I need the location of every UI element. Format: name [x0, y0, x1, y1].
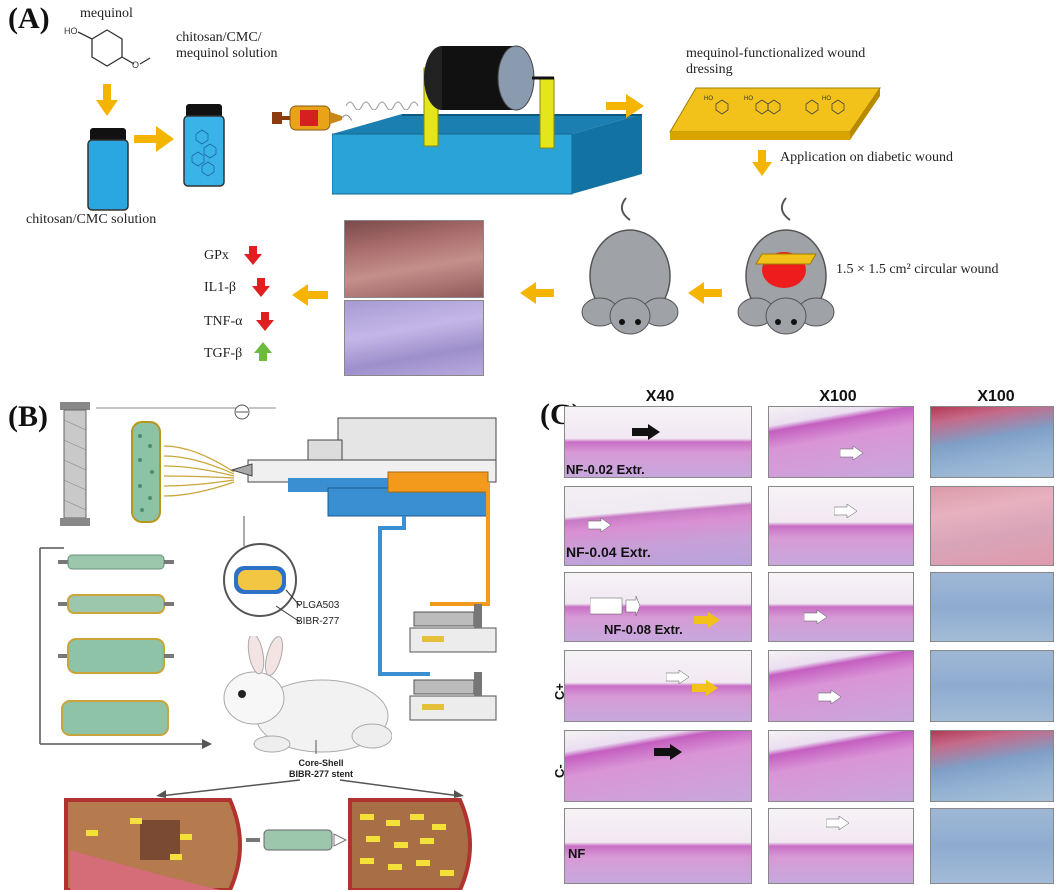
panel-b-label: (B): [8, 400, 48, 433]
marker-tgfb: TGF-β: [204, 346, 243, 361]
stent-stage-3: [58, 638, 174, 674]
arrow-left-3: [292, 284, 328, 306]
white-arrow-icon: [804, 610, 828, 624]
marker-tnfa: TNF-α: [204, 314, 243, 329]
mequinol-structure: HO O: [64, 26, 151, 70]
row-label-c-plus: C+: [552, 683, 567, 700]
coated-stent: [131, 421, 161, 523]
row-label-c-minus: C-: [552, 764, 567, 778]
connector-line: [243, 516, 245, 546]
micrograph-r3-c2: [768, 572, 914, 642]
histology-image-1: [344, 220, 484, 298]
wound-dressing: HO HO HO: [669, 87, 881, 140]
arrow-down-2: [752, 150, 772, 176]
micrograph-r5-c2: [768, 730, 914, 802]
arrow-right-1: [134, 126, 174, 152]
plga-label: PLGA503: [296, 600, 340, 611]
marker-gpx: GPx: [204, 248, 229, 263]
electrospinning-collector: [332, 45, 642, 195]
yellow-arrow-icon: [692, 680, 718, 696]
svg-text:HO: HO: [64, 26, 78, 36]
mandrel-stent: [60, 402, 90, 526]
micrograph-r3-c3: [930, 572, 1054, 642]
micrograph-r4-c3: [930, 650, 1054, 722]
micrograph-r6-c3: [930, 808, 1054, 884]
chitosan-cmc-mequinol-solution-label: chitosan/CMC/ mequinol solution: [176, 30, 278, 61]
rabbit-illustration: [223, 636, 392, 753]
arrow-right-2: [606, 94, 644, 118]
column-header-2: X100: [819, 388, 857, 405]
row-label-nf-004: NF-0.04 Extr.: [566, 544, 651, 560]
chitosan-cmc-mequinol-vial: [183, 104, 225, 187]
fiber-squiggle: [346, 101, 419, 110]
white-arrow-icon: [666, 670, 690, 684]
down-arrow-icon: [256, 312, 274, 331]
micrograph-r1-c3: [930, 406, 1054, 478]
core-shell-fiber-magnified: [223, 543, 301, 623]
row-label-nf-008: NF-0.08 Extr.: [604, 622, 683, 637]
syringe-pump-2: [409, 672, 497, 721]
white-arrow-icon: [818, 690, 842, 704]
up-arrow-icon: [254, 342, 272, 361]
white-arrow-icon: [840, 446, 864, 460]
micrograph-r2-c3: [930, 486, 1054, 566]
histology-image-2: [344, 300, 484, 376]
yellow-arrow-icon: [694, 612, 720, 628]
micrograph-r5-c3: [930, 730, 1054, 802]
blood-vessel-comparison: [64, 798, 472, 890]
svg-text:HO: HO: [704, 96, 713, 102]
white-arrow-icon: [590, 596, 640, 616]
mequinol-label: mequinol: [80, 6, 133, 21]
wound-size-label: 1.5 × 1.5 cm² circular wound: [836, 262, 999, 277]
syringe-icon: [272, 105, 352, 131]
dressing-label: mequinol-functionalized wound dressing: [686, 46, 866, 77]
stent-label-1: Core-Shell: [298, 758, 344, 768]
white-arrow-icon: [834, 504, 858, 518]
arrow-left-2: [520, 282, 554, 304]
arrow-left-1: [688, 282, 722, 304]
row-label-nf: NF: [568, 846, 586, 861]
micrograph-r4-c1: [564, 650, 752, 722]
syringe-pump-1: [409, 604, 497, 653]
control-mouse: [581, 197, 679, 335]
fiber-lines: [164, 445, 235, 497]
wounded-mouse: [737, 197, 835, 335]
down-arrow-icon: [252, 278, 270, 297]
application-label: Application on diabetic wound: [780, 150, 954, 165]
marker-il1b: IL1-β: [204, 280, 236, 295]
bracket-arrow: [39, 547, 212, 749]
stent-label-2: BIBR-277 stent: [288, 769, 353, 779]
micrograph-r1-c1: [564, 406, 752, 478]
black-arrow-icon: [654, 744, 682, 760]
stent-stage-4: [61, 700, 169, 736]
micrograph-r1-c2: [768, 406, 914, 478]
micrograph-r6-c1: [564, 808, 752, 884]
coaxial-electrospinning-setup: [230, 417, 497, 530]
micrograph-r5-c1: [564, 730, 752, 802]
micrograph-r2-c2: [768, 486, 914, 566]
stent-stage-1: [58, 554, 174, 570]
white-arrow-icon: [826, 816, 850, 830]
chitosan-cmc-vial: [87, 128, 129, 211]
chitosan-cmc-solution-label: chitosan/CMC solution: [26, 212, 157, 227]
svg-text:HO: HO: [744, 96, 753, 102]
stent-arrows: [156, 740, 464, 798]
panel-a-label: (A): [8, 2, 50, 35]
down-arrow-icon: [244, 246, 262, 265]
column-header-1: X40: [645, 388, 675, 405]
stent-stage-2: [58, 594, 174, 614]
black-arrow-icon: [632, 424, 660, 440]
white-arrow-icon: [588, 518, 612, 532]
voltage-wire: [96, 404, 276, 420]
svg-text:O: O: [132, 60, 139, 70]
column-header-3: X100: [977, 388, 1015, 405]
arrow-down-1: [96, 84, 118, 116]
feed-tubes: [378, 482, 490, 676]
micrograph-r4-c2: [768, 650, 914, 722]
svg-text:HO: HO: [822, 96, 831, 102]
bibr-label: BIBR-277: [296, 616, 340, 627]
row-label-nf-002: NF-0.02 Extr.: [566, 462, 645, 477]
